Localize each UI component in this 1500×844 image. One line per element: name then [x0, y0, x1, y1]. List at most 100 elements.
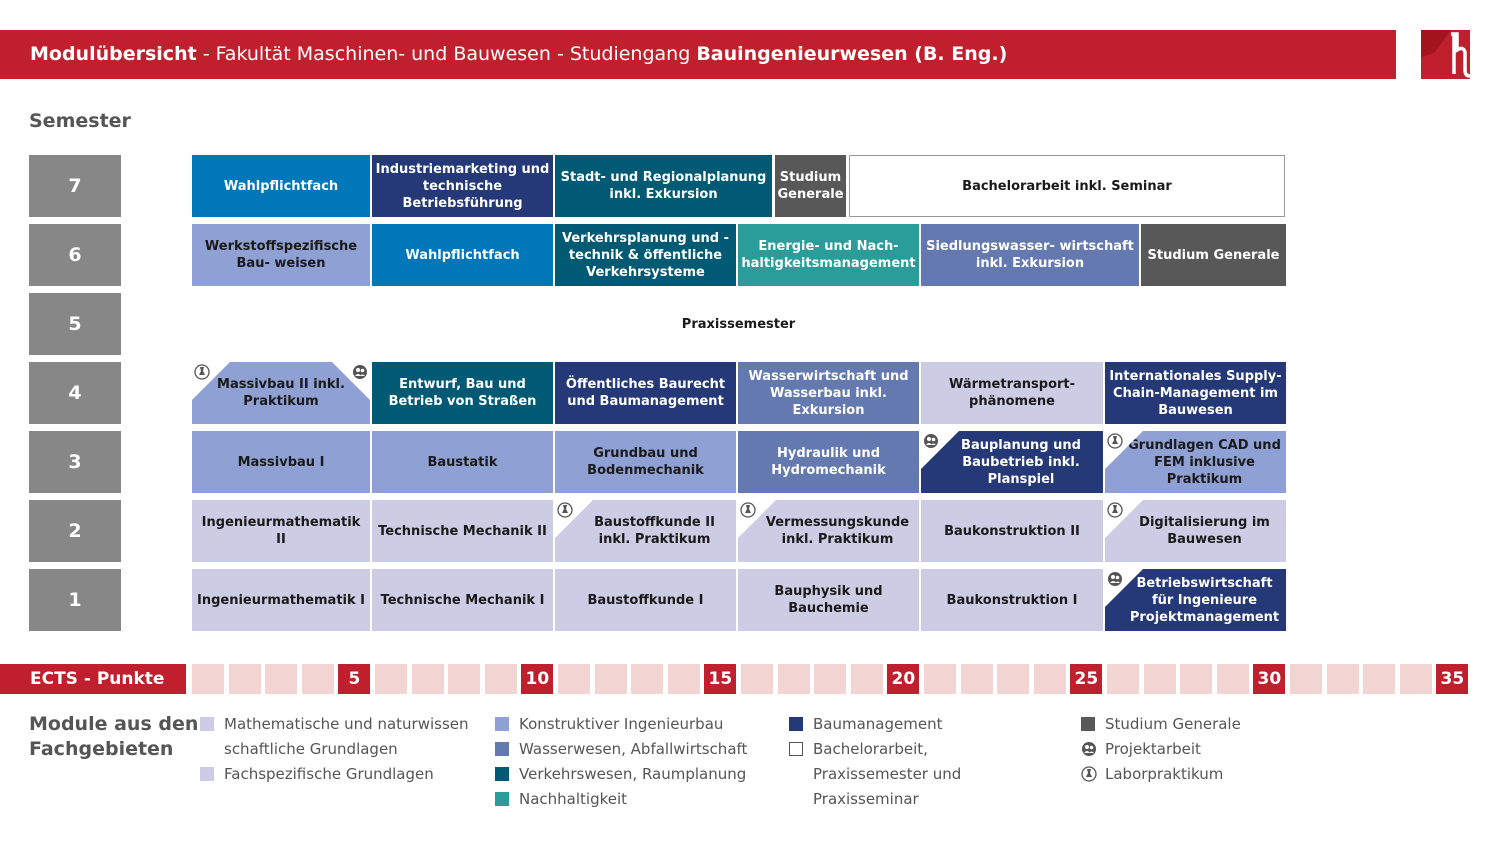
module-s5-0: Praxissemester — [192, 293, 1285, 355]
corner-triangle — [1105, 500, 1143, 538]
legend-label: Laborpraktikum — [1105, 765, 1224, 783]
module-s7-1: Industriemarketing und technische Betrie… — [372, 155, 553, 217]
module-label: Wärmetransport- phänomene — [948, 377, 1076, 409]
module-label: Energie- und Nach- haltigkeitsmanagement — [741, 239, 916, 271]
ects-marker-10: 10 — [521, 664, 554, 694]
module-label: Technische Mechanik II — [378, 523, 547, 539]
legend-label: Wasserwesen, Abfallwirtschaft — [519, 740, 748, 758]
ects-cell — [1363, 664, 1396, 694]
module-s7-2: Stadt- und Regionalplanung inkl. Exkursi… — [555, 155, 772, 217]
ects-cell — [1143, 664, 1176, 694]
ects-cell — [484, 664, 517, 694]
module-s1-5: Betriebswirtschaft für Ingenieure Projek… — [1105, 569, 1286, 631]
legend-label: Projektarbeit — [1105, 740, 1201, 758]
legend-label: Konstruktiver Ingenieurbau — [519, 715, 724, 733]
module-label: Hydraulik und Hydromechanik — [771, 446, 886, 478]
legend-label: Mathematische und naturwissen — [224, 715, 469, 733]
legend-label: Fachspezifische Grundlagen — [224, 765, 434, 783]
module-label: Studium Generale — [1147, 247, 1280, 263]
legend-title: Module aus den Fachgebieten — [29, 712, 198, 762]
module-s7-4: Bachelorarbeit inkl. Seminar — [849, 155, 1285, 217]
ects-cell — [850, 664, 883, 694]
ects-cell — [667, 664, 700, 694]
ects-cell — [301, 664, 334, 694]
ects-label: ECTS - Punkte — [0, 664, 186, 694]
legend-label: Baumanagement — [813, 715, 943, 733]
legend-swatch-konstr — [495, 717, 509, 731]
module-s6-3: Energie- und Nach- haltigkeitsmanagement — [738, 224, 919, 286]
module-s6-0: Werkstoffspezifische Bau- weisen — [192, 224, 370, 286]
ects-cell — [924, 664, 956, 694]
module-s3-1: Baustatik — [372, 431, 553, 493]
module-label: Baukonstruktion II — [944, 523, 1080, 539]
module-s2-3: Vermessungskunde inkl. Praktikum — [738, 500, 919, 562]
module-s2-5: Digitalisierung im Bauwesen — [1105, 500, 1286, 562]
header-subtitle: - Fakultät Maschinen- und Bauwesen - Stu… — [196, 43, 697, 65]
ects-cell — [814, 664, 847, 694]
ects-cell — [558, 664, 590, 694]
ects-cell — [1216, 664, 1249, 694]
ects-cell — [631, 664, 664, 694]
legend-label: Bachelorarbeit, — [813, 740, 928, 758]
labor-icon — [1081, 766, 1097, 782]
ects-cell — [594, 664, 627, 694]
module-s3-5: Grundlagen CAD und FEM inklusive Praktik… — [1105, 431, 1286, 493]
module-label: Werkstoffspezifische Bau- weisen — [204, 239, 358, 271]
module-label: Grundbau und Bodenmechanik — [587, 446, 704, 478]
corner-triangle — [192, 362, 230, 400]
ects-cell — [1399, 664, 1432, 694]
module-label: Grundlagen CAD und FEM inklusive Praktik… — [1128, 437, 1281, 487]
corner-triangle — [555, 500, 593, 538]
legend-swatch-studium — [1081, 717, 1095, 731]
module-s3-4: Bauplanung und Baubetrieb inkl. Planspie… — [921, 431, 1103, 493]
legend-swatch-nachhalt — [495, 792, 509, 806]
module-s3-3: Hydraulik und Hydromechanik — [738, 431, 919, 493]
ects-cell — [960, 664, 993, 694]
semester-7: 7 — [29, 155, 121, 217]
module-label: Baustoffkunde II inkl. Praktikum — [594, 515, 715, 547]
legend-swatch-fach — [200, 767, 214, 781]
module-s6-4: Siedlungswasser- wirtschaft inkl. Exkurs… — [921, 224, 1139, 286]
module-s4-0: Massivbau II inkl. Praktikum — [192, 362, 370, 424]
ects-cell — [375, 664, 407, 694]
legend-label: Praxissemester und — [813, 765, 962, 783]
module-s2-1: Technische Mechanik II — [372, 500, 553, 562]
labor-icon — [740, 502, 756, 518]
module-s4-5: Internationales Supply- Chain-Management… — [1105, 362, 1286, 424]
module-label: Technische Mechanik I — [380, 592, 545, 608]
legend-label: Praxisseminar — [813, 790, 919, 808]
module-label: Wasserwirtschaft und Wasserbau inkl. Exk… — [748, 368, 909, 418]
legend-swatch-bauman — [789, 717, 803, 731]
module-label: Baukonstruktion I — [946, 592, 1078, 608]
ects-cell — [1107, 664, 1139, 694]
module-label: Öffentliches Baurecht und Baumanagement — [565, 377, 726, 409]
ects-cell — [1326, 664, 1359, 694]
module-s4-3: Wasserwirtschaft und Wasserbau inkl. Exk… — [738, 362, 919, 424]
module-label: Bauphysik und Bauchemie — [774, 584, 883, 616]
module-label: Industriemarketing und technische Betrie… — [375, 161, 550, 211]
semester-6: 6 — [29, 224, 121, 286]
legend-swatch-bachelor — [789, 742, 803, 756]
projekt-icon — [1107, 571, 1123, 587]
header-title: Modulübersicht — [30, 43, 197, 65]
module-label: Entwurf, Bau und Betrieb von Straßen — [388, 377, 537, 409]
legend-swatch-wasser — [495, 742, 509, 756]
ects-cell — [741, 664, 773, 694]
labor-icon — [1107, 433, 1123, 449]
module-s1-3: Bauphysik und Bauchemie — [738, 569, 919, 631]
projekt-icon — [923, 433, 939, 449]
module-s7-0: Wahlpflichtfach — [192, 155, 370, 217]
module-s3-0: Massivbau I — [192, 431, 370, 493]
module-s1-4: Baukonstruktion I — [921, 569, 1103, 631]
ects-cell — [448, 664, 481, 694]
module-s3-2: Grundbau und Bodenmechanik — [555, 431, 736, 493]
module-label: Betriebswirtschaft für Ingenieure Projek… — [1129, 575, 1280, 625]
module-s4-4: Wärmetransport- phänomene — [921, 362, 1103, 424]
corner-triangle — [738, 500, 776, 538]
ects-cell — [1290, 664, 1322, 694]
semester-1: 1 — [29, 569, 121, 631]
module-label: Bachelorarbeit inkl. Seminar — [962, 178, 1172, 194]
legend-swatch-math — [200, 717, 214, 731]
module-s2-0: Ingenieurmathematik II — [192, 500, 370, 562]
module-s1-2: Baustoffkunde I — [555, 569, 736, 631]
